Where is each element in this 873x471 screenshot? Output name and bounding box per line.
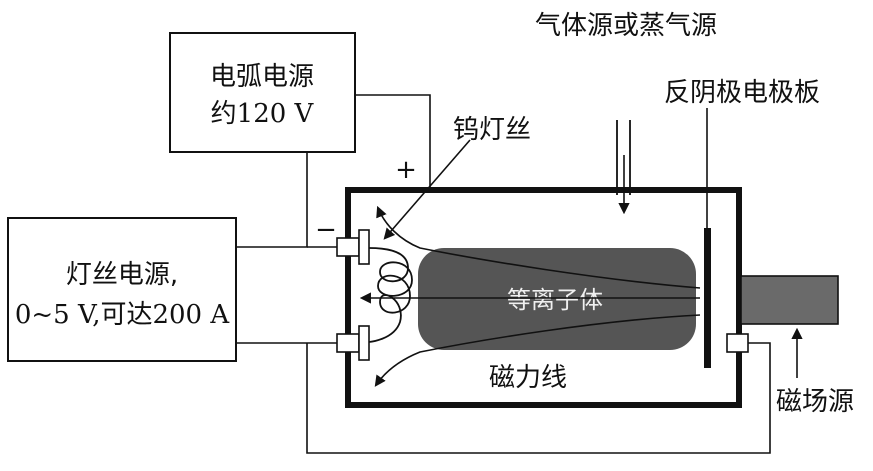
field-line-bottom	[374, 314, 701, 387]
filament-feedthrough-bottom	[336, 325, 370, 361]
anti-cathode-wire	[306, 342, 771, 454]
filament-power-supply-box	[7, 217, 237, 362]
anti-cathode-feedthrough	[726, 333, 749, 353]
gas-inlet-pipe	[616, 120, 631, 195]
plasma-label: 等离子体	[507, 286, 603, 314]
arc-power-voltage: 约120 V	[211, 99, 315, 129]
arc-power-title: 电弧电源	[210, 62, 314, 92]
filament-leader-arrow	[383, 139, 471, 240]
tungsten-filament	[368, 247, 413, 343]
arc-negative-wire	[236, 152, 308, 248]
filament-power-title: 灯丝电源,	[66, 260, 178, 290]
gas-source-label: 气体源或蒸气源	[535, 11, 717, 41]
negative-terminal-label: −	[315, 215, 337, 245]
wiring	[236, 94, 771, 454]
filament-power-spec: 0~5 V,可达200 A	[15, 300, 231, 330]
filament-feedthrough-top	[336, 229, 370, 265]
plasma-region	[418, 248, 696, 350]
magnetic-field-source-label: 磁场源	[776, 387, 854, 417]
anti-cathode-plate	[704, 228, 711, 368]
arc-positive-wire	[355, 94, 431, 190]
magnetic-field-lines-label: 磁力线	[489, 363, 567, 393]
magnetic-field-source-block	[740, 275, 839, 325]
arc-power-supply-box	[169, 32, 356, 153]
anti-cathode-label: 反阴极电极板	[664, 78, 820, 108]
positive-terminal-label: +	[395, 155, 417, 185]
tungsten-filament-label: 钨灯丝	[453, 115, 531, 145]
